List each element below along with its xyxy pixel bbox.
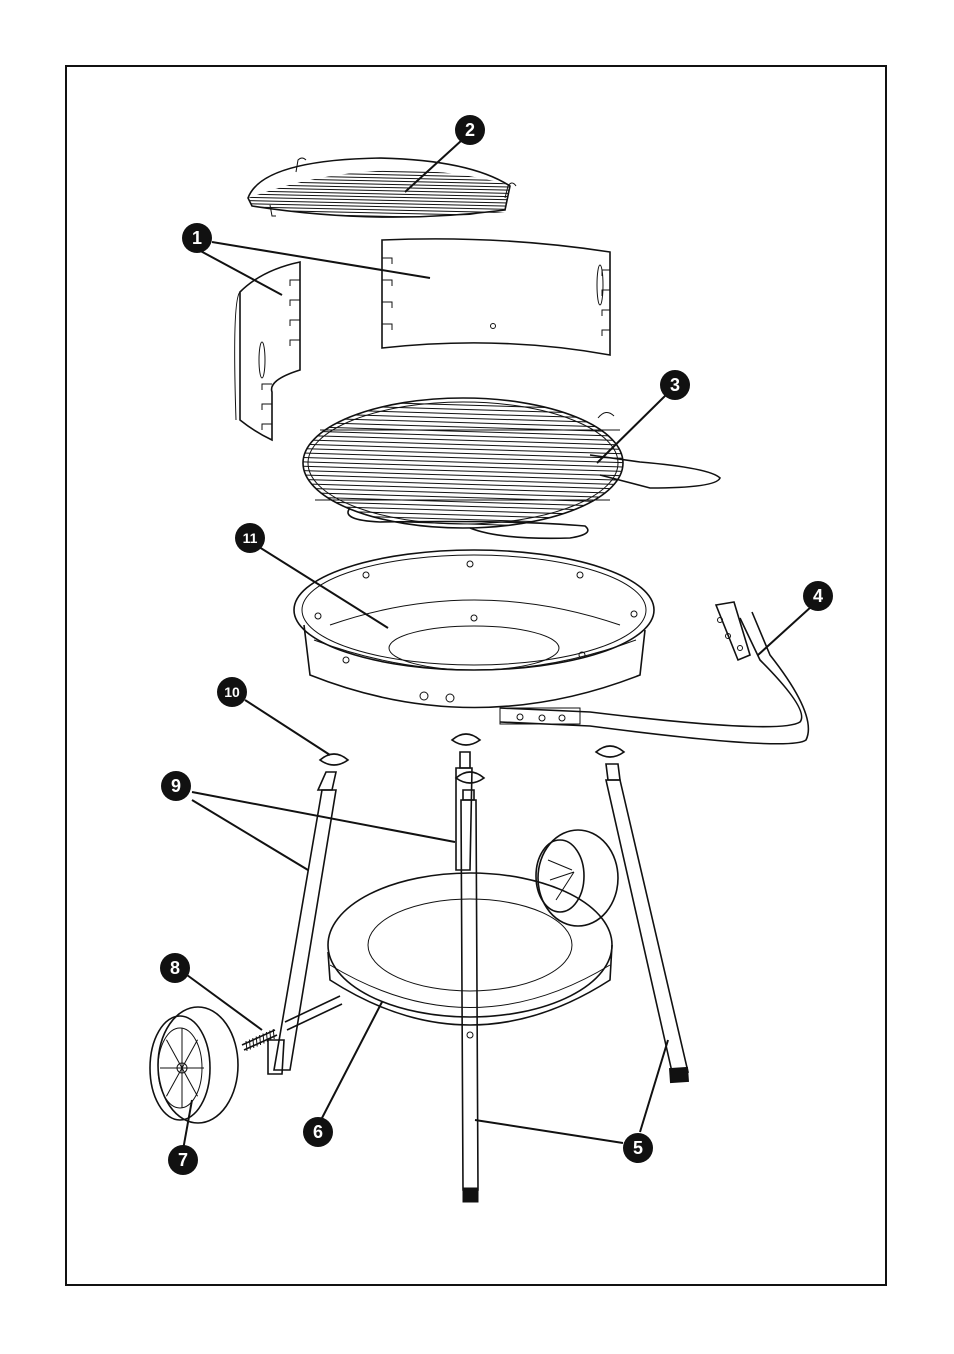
svg-text:3: 3 [670,375,680,395]
svg-text:6: 6 [313,1122,323,1142]
svg-text:8: 8 [170,958,180,978]
rear-wheel [536,830,618,926]
leader-lines [183,140,812,1150]
callout-6: 6 [303,1117,333,1147]
callout-8: 8 [160,953,190,983]
svg-text:9: 9 [171,776,181,796]
callout-9: 9 [161,771,191,801]
callout-5: 5 [623,1133,653,1163]
handle [500,602,808,744]
front-wheel [150,1007,238,1123]
cooking-grate [295,398,720,538]
svg-text:7: 7 [178,1150,188,1170]
warming-rack [240,158,520,229]
callout-3: 3 [660,370,690,400]
wind-shield-left-panel [235,262,300,440]
wind-shield-right-panel [382,239,610,355]
fire-bowl [294,550,654,708]
callout-11: 11 [235,523,265,553]
svg-text:10: 10 [224,684,240,700]
callout-4: 4 [803,581,833,611]
ash-tray [285,873,612,1030]
callout-10: 10 [217,677,247,707]
callout-2: 2 [455,115,485,145]
svg-text:4: 4 [813,586,823,606]
callout-7: 7 [168,1145,198,1175]
svg-text:5: 5 [633,1138,643,1158]
callout-1: 1 [182,223,212,253]
svg-text:1: 1 [192,228,202,248]
svg-text:2: 2 [465,120,475,140]
svg-text:11: 11 [243,530,258,546]
